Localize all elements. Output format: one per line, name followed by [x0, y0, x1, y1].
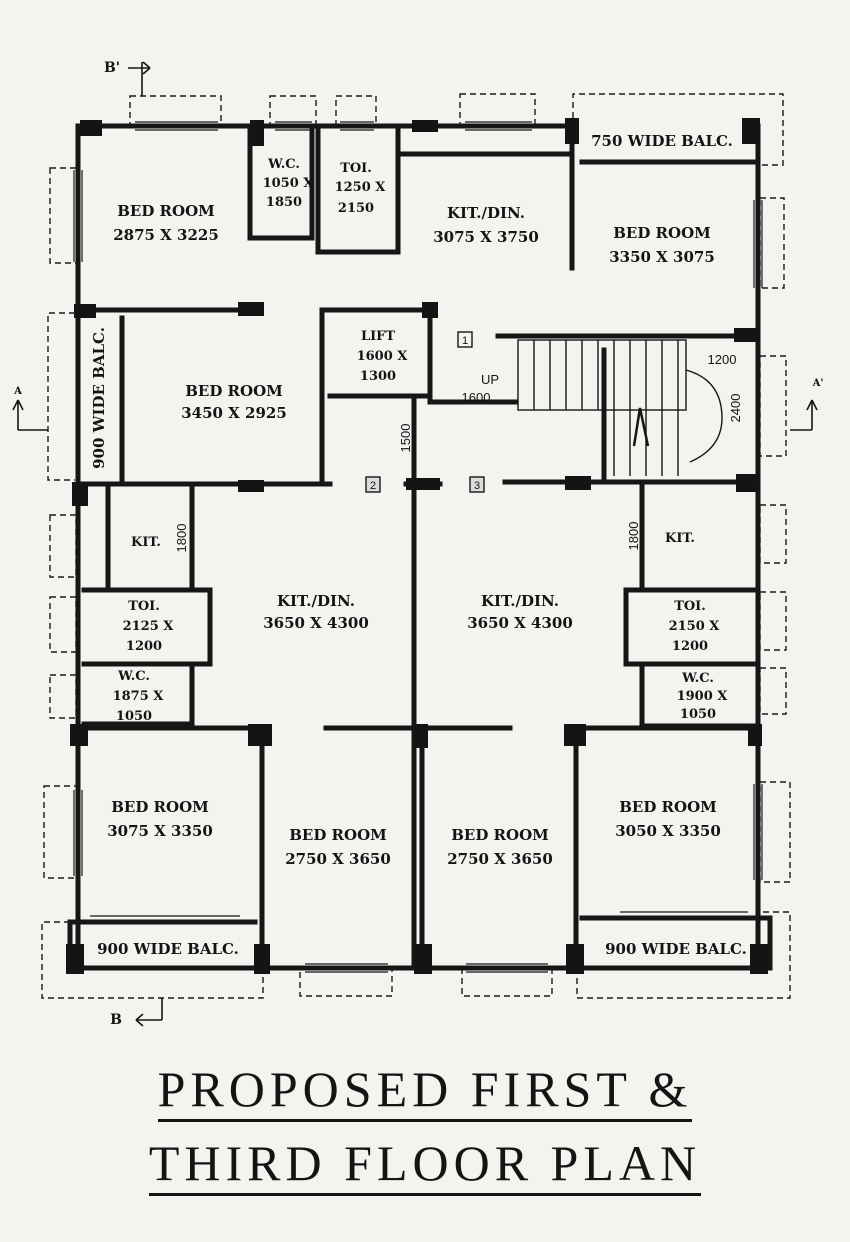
- plan-title-line-2-text: THIRD FLOOR PLAN: [148, 1135, 702, 1196]
- room-name-balc-left: 900 WIDE BALC.: [90, 327, 108, 469]
- room-size-kd-e: 3650 X 4300: [467, 614, 573, 632]
- room-name-toi-e: TOI.: [674, 599, 706, 614]
- window-openings: [73, 121, 763, 973]
- room-size-bed-s2: 2750 X 3650: [447, 850, 553, 868]
- walls: [67, 123, 773, 973]
- section-arrows: [12, 61, 818, 1027]
- room-dim2-toi-top: 2150: [338, 201, 374, 216]
- lobby-dim-v: 1500: [398, 424, 413, 453]
- room-dim1-wc-w: 1875 X: [113, 689, 165, 704]
- room-dim2-lift: 1300: [360, 369, 396, 384]
- room-dim1-lift: 1600 X: [357, 349, 409, 364]
- section-mark-a-right: A': [812, 378, 824, 389]
- room-size-bed-sw: 3075 X 3350: [107, 822, 213, 840]
- stair-landing-dim-h: 1200: [708, 352, 737, 367]
- room-name-kit-se: KIT.: [665, 531, 695, 546]
- room-name-bed-se: BED ROOM: [619, 798, 717, 816]
- room-dim1-wc-top: 1050 X: [263, 176, 315, 191]
- room-name-toi-w: TOI.: [128, 599, 160, 614]
- room-name-bed-w: BED ROOM: [185, 382, 283, 400]
- plan-title-line-2: THIRD FLOOR PLAN: [0, 1134, 850, 1196]
- room-size-bed-nw: 2875 X 3225: [113, 226, 219, 244]
- stair-up-label: UP: [481, 372, 499, 387]
- room-name-lift: LIFT: [361, 329, 395, 344]
- room-name-kd-w: KIT./DIN.: [277, 592, 355, 610]
- room-dim2-toi-w: 1200: [126, 639, 162, 654]
- section-mark-b-bottom: B: [110, 1012, 122, 1028]
- room-name-bed-sw: BED ROOM: [111, 798, 209, 816]
- room-name-balc-top: 750 WIDE BALC.: [591, 132, 733, 150]
- stair-width-dim: 1600: [462, 390, 491, 405]
- room-name-bed-s2: BED ROOM: [451, 826, 549, 844]
- room-size-bed-ne: 3350 X 3075: [609, 248, 715, 266]
- section-mark-a-left: A: [13, 386, 22, 397]
- flat-tag-3: 3: [474, 480, 480, 492]
- room-name-kit-top: KIT./DIN.: [447, 204, 525, 222]
- kit-e-dim-v: 1800: [626, 522, 641, 551]
- room-size-kit-top: 3075 X 3750: [433, 228, 539, 246]
- flat-tag-2: 2: [370, 480, 376, 492]
- columns: [66, 118, 768, 974]
- room-name-bed-ne: BED ROOM: [613, 224, 711, 242]
- staircase: [517, 339, 723, 476]
- room-name-wc-e: W.C.: [681, 671, 714, 686]
- room-name-kd-e: KIT./DIN.: [481, 592, 559, 610]
- kit-w-dim-v: 1800: [174, 524, 189, 553]
- room-size-bed-s1: 2750 X 3650: [285, 850, 391, 868]
- room-size-bed-se: 3050 X 3350: [615, 822, 721, 840]
- room-name-wc-top: W.C.: [267, 157, 300, 172]
- room-size-kd-w: 3650 X 4300: [263, 614, 369, 632]
- room-name-bed-s1: BED ROOM: [289, 826, 387, 844]
- plan-title-line-1-text: PROPOSED FIRST &: [157, 1061, 693, 1122]
- floor-plan-drawing: 1 2 3 B' B A A' BED ROOM 2875 X 3225 W.C…: [12, 60, 824, 1028]
- flat-tag-boxes: [365, 331, 485, 493]
- stair-landing-dim-v: 2400: [728, 394, 743, 423]
- room-dim2-wc-top: 1850: [266, 195, 302, 210]
- plan-title-line-1: PROPOSED FIRST &: [0, 1060, 850, 1122]
- room-dim2-wc-e: 1050: [680, 707, 716, 722]
- room-name-balc-sw: 900 WIDE BALC.: [97, 940, 239, 958]
- room-dim1-toi-e: 2150 X: [669, 619, 721, 634]
- room-name-wc-w: W.C.: [117, 669, 150, 684]
- room-name-toi-top: TOI.: [340, 161, 372, 176]
- room-dim1-toi-w: 2125 X: [123, 619, 175, 634]
- flat-tag-1: 1: [462, 335, 468, 347]
- room-dim2-wc-w: 1050: [116, 709, 152, 724]
- room-dim1-wc-e: 1900 X: [677, 689, 729, 704]
- room-dim1-toi-top: 1250 X: [335, 180, 387, 195]
- room-name-kit-sw: KIT.: [131, 535, 161, 550]
- room-name-bed-nw: BED ROOM: [117, 202, 215, 220]
- room-name-balc-se: 900 WIDE BALC.: [605, 940, 747, 958]
- section-mark-b-top: B': [104, 60, 120, 76]
- room-dim2-toi-e: 1200: [672, 639, 708, 654]
- room-size-bed-w: 3450 X 2925: [181, 404, 287, 422]
